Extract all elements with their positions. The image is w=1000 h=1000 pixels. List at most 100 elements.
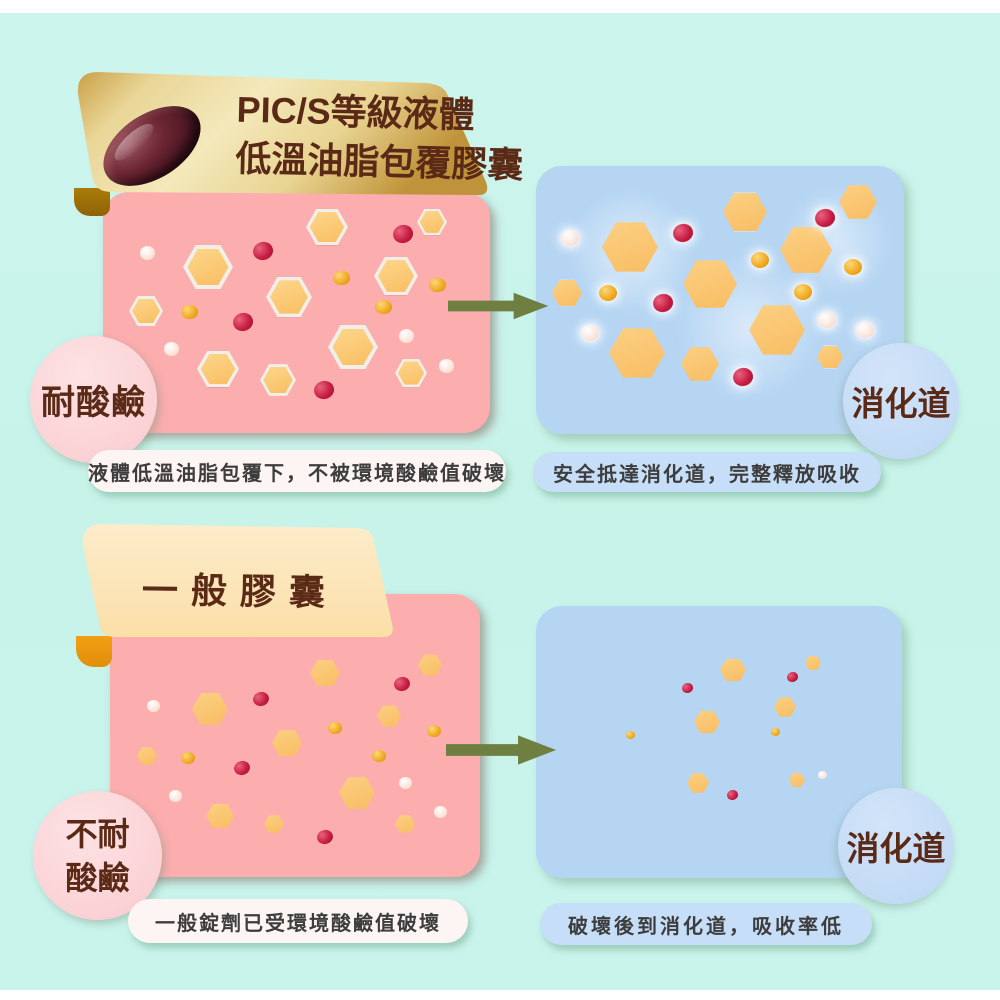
gold-banner-fold bbox=[74, 188, 110, 216]
gold-particle bbox=[181, 751, 195, 765]
pearl-particle bbox=[561, 230, 579, 246]
label-acid-resistant: 耐酸鹼 bbox=[30, 336, 157, 463]
digestive-tract-box-coated bbox=[536, 166, 904, 434]
coated-nutrient-hexagon bbox=[260, 364, 296, 396]
pearl-particle bbox=[168, 790, 182, 802]
red-particle bbox=[251, 240, 275, 262]
cream-banner-ribbon bbox=[82, 524, 393, 638]
red-particle bbox=[251, 690, 271, 708]
gold-particle bbox=[332, 270, 350, 286]
hexagon-core bbox=[419, 211, 445, 233]
cream-banner-fold bbox=[76, 636, 112, 667]
pearl-particle bbox=[398, 777, 412, 789]
caption-regular-low-absorption: 破壞後到消化道，吸收率低 bbox=[540, 903, 872, 945]
red-particle bbox=[232, 759, 252, 777]
pearl-particle bbox=[438, 359, 454, 373]
nutrient-hexagon bbox=[609, 328, 665, 378]
gold-banner-title-line1: PIC/S等級液體 bbox=[236, 88, 476, 136]
red-particle bbox=[651, 292, 675, 314]
nutrient-hexagon bbox=[805, 655, 821, 671]
pearl-particle bbox=[856, 322, 874, 338]
pearl-particle bbox=[139, 246, 155, 260]
red-particle bbox=[731, 366, 755, 388]
nutrient-hexagon bbox=[137, 747, 157, 765]
nutrient-hexagon bbox=[377, 705, 401, 727]
nutrient-hexagon bbox=[839, 185, 877, 219]
gold-banner-title: PIC/S等級液體 低溫油脂包覆膠囊 bbox=[234, 85, 524, 190]
red-particle bbox=[392, 675, 412, 693]
nutrient-hexagon bbox=[206, 803, 234, 829]
gold-particle bbox=[625, 731, 635, 739]
label-digestive-tract-top: 消化道 bbox=[843, 343, 959, 459]
pearl-particle bbox=[817, 771, 827, 779]
nutrient-hexagon bbox=[694, 710, 720, 734]
gold-particle bbox=[427, 724, 441, 738]
pearl-particle bbox=[163, 342, 179, 356]
coated-nutrient-hexagon bbox=[417, 208, 447, 236]
nutrient-hexagon bbox=[264, 815, 284, 833]
hexagon-core bbox=[309, 211, 345, 243]
red-particle bbox=[680, 681, 694, 695]
hexagon-core bbox=[397, 361, 425, 385]
gold-banner-title-line2: 低溫油脂包覆膠囊 bbox=[234, 137, 524, 186]
red-particle bbox=[231, 311, 255, 333]
coated-nutrient-hexagon bbox=[374, 256, 418, 296]
gold-particle bbox=[374, 299, 392, 315]
red-particle bbox=[813, 207, 837, 229]
arrow-right-icon bbox=[446, 735, 557, 765]
pearl-particle bbox=[398, 329, 414, 343]
nutrient-hexagon bbox=[552, 279, 582, 307]
nutrient-hexagon bbox=[310, 659, 340, 687]
red-particle bbox=[725, 788, 739, 802]
red-particle bbox=[391, 223, 415, 245]
arrow-right-icon bbox=[448, 292, 549, 320]
coated-nutrient-hexagon bbox=[197, 350, 239, 388]
nutrient-hexagon bbox=[683, 260, 737, 308]
caption-regular-destroyed: 一般錠劑已受環境酸鹼值破壞 bbox=[128, 899, 468, 943]
label-digestive-tract-top-text: 消化道 bbox=[851, 385, 951, 422]
gold-particle bbox=[428, 277, 446, 293]
cream-banner-title: 一般膠囊 bbox=[141, 569, 339, 614]
nutrient-hexagon bbox=[817, 345, 843, 369]
label-not-acid-resistant-line2: 酸鹼 bbox=[65, 859, 130, 896]
label-not-acid-resistant: 不耐 酸鹼 bbox=[33, 791, 162, 920]
gold-particle bbox=[770, 728, 780, 736]
pearl-particle bbox=[433, 806, 447, 818]
gold-particle bbox=[328, 721, 342, 735]
coated-nutrient-hexagon bbox=[129, 296, 163, 326]
coated-nutrient-hexagon bbox=[183, 245, 233, 289]
label-digestive-tract-bottom: 消化道 bbox=[838, 788, 954, 904]
hexagon-core bbox=[377, 260, 415, 292]
hexagon-core bbox=[270, 280, 308, 314]
nutrient-hexagon bbox=[780, 227, 832, 273]
nutrient-hexagon bbox=[720, 658, 746, 682]
acid-environment-box-regular bbox=[110, 594, 480, 877]
nutrient-hexagon bbox=[789, 772, 805, 788]
caption-coated-absorbed: 安全抵達消化道，完整釋放吸收 bbox=[533, 452, 881, 492]
nutrient-hexagon bbox=[192, 693, 228, 725]
label-digestive-tract-bottom-text: 消化道 bbox=[846, 830, 946, 867]
red-particle bbox=[312, 379, 336, 401]
gold-particle bbox=[844, 259, 862, 275]
nutrient-hexagon bbox=[418, 654, 442, 676]
nutrient-hexagon bbox=[723, 192, 767, 232]
gold-particle bbox=[180, 304, 198, 320]
nutrient-hexagon bbox=[687, 773, 709, 793]
caption-coated-protected: 液體低溫油脂包覆下，不被環境酸鹼值破壞 bbox=[88, 450, 506, 492]
coated-nutrient-hexagon bbox=[328, 325, 378, 369]
coated-nutrient-hexagon bbox=[266, 276, 312, 318]
pearl-particle bbox=[581, 325, 599, 341]
nutrient-hexagon bbox=[339, 777, 375, 809]
hexagon-core bbox=[332, 328, 374, 366]
red-particle bbox=[785, 670, 799, 684]
nutrient-hexagon bbox=[272, 729, 302, 757]
nutrient-hexagon bbox=[602, 222, 658, 272]
hexagon-core bbox=[132, 298, 160, 324]
gold-particle bbox=[599, 285, 617, 301]
nutrient-hexagon bbox=[395, 815, 415, 833]
nutrient-hexagon bbox=[681, 347, 719, 381]
hexagon-core bbox=[200, 353, 236, 385]
coated-nutrient-hexagon bbox=[306, 208, 348, 246]
acid-environment-box-coated bbox=[103, 192, 490, 433]
